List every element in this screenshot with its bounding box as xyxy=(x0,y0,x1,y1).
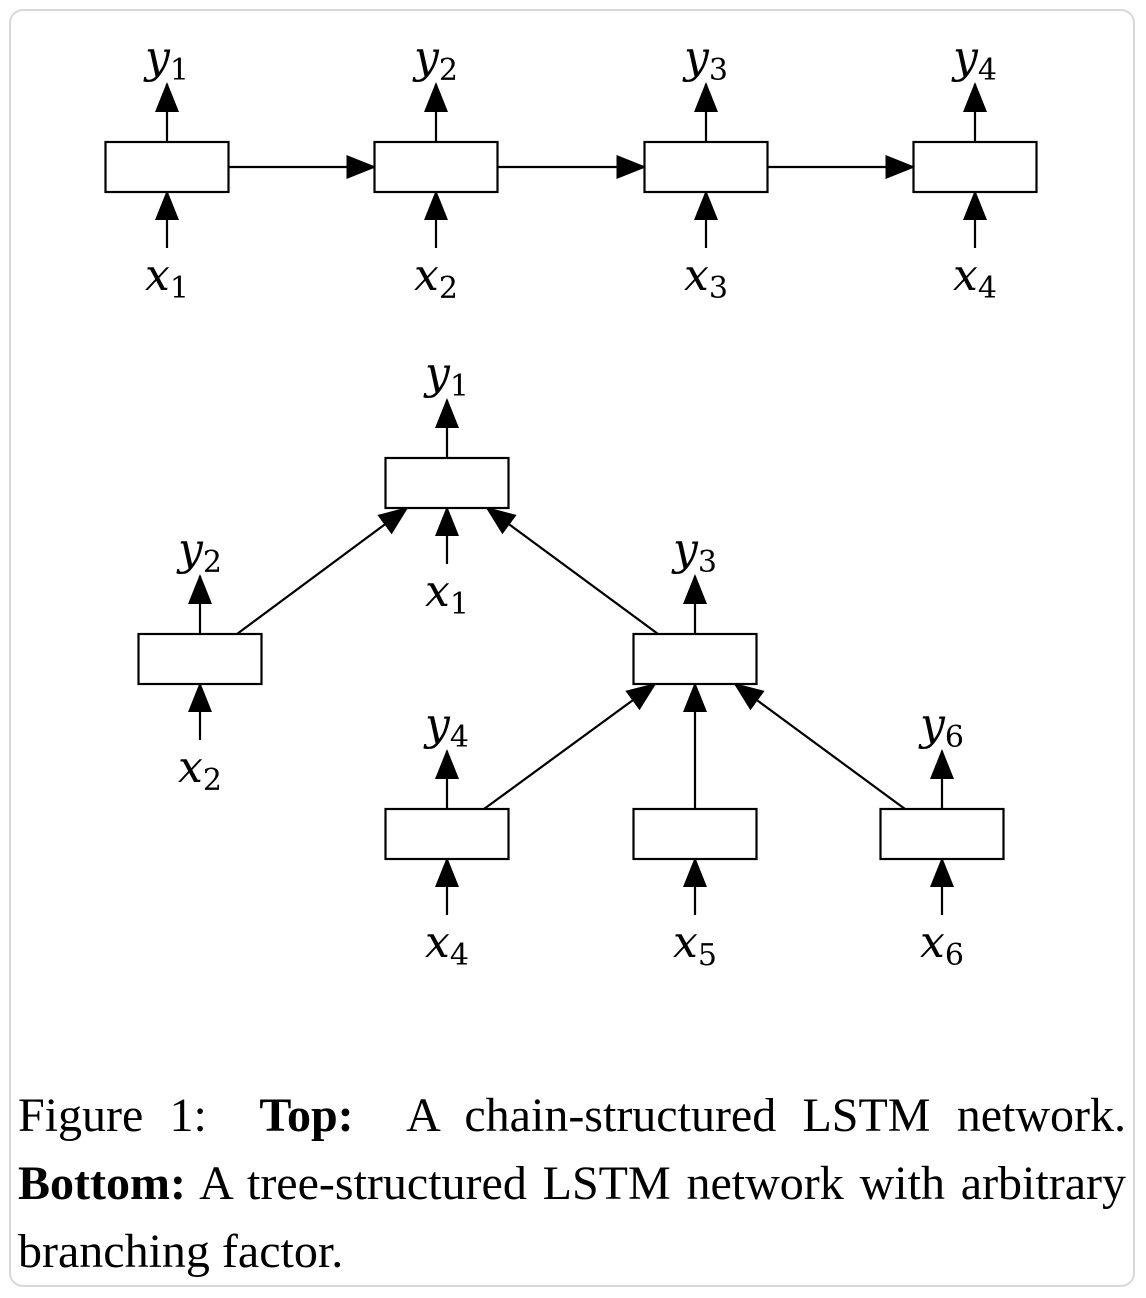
caption-top-label: Top: xyxy=(259,1089,354,1142)
bottom-input-label-b2: x2 xyxy=(178,742,222,798)
lstm-diagram: y1 x1 y2 x2 y3 x3 y4 x4 y1 x1 y2 x2 y3 y4 x4 x5 y6 x6 xyxy=(104,32,1038,973)
caption-top-text: A chain-structured LSTM network. xyxy=(406,1089,1127,1142)
top-lstm-cell-t4 xyxy=(912,140,1038,194)
top-input-label-t1: x1 xyxy=(145,250,189,306)
bottom-lstm-cell-b4 xyxy=(384,807,510,861)
top-input-label-t3: x3 xyxy=(684,250,728,306)
tree-arrow-b4-b3 xyxy=(483,682,657,810)
edges-layer xyxy=(155,82,987,915)
bottom-lstm-cell-b2 xyxy=(137,632,263,686)
bottom-lstm-cell-b6 xyxy=(879,807,1005,861)
tree-arrow-b3-b1 xyxy=(485,506,659,635)
top-lstm-cell-t2 xyxy=(373,140,499,194)
top-lstm-cell-t3 xyxy=(643,140,769,194)
bottom-output-label-b3: y3 xyxy=(671,524,717,580)
bottom-output-label-b2: y2 xyxy=(176,524,222,580)
nodes-layer xyxy=(104,140,1038,861)
bottom-input-label-b6: x6 xyxy=(920,917,964,973)
tree-arrow-b6-b3 xyxy=(733,682,906,810)
bottom-lstm-cell-b5 xyxy=(632,807,758,861)
bottom-output-label-b4: y4 xyxy=(423,699,469,755)
bottom-input-label-b5: x5 xyxy=(673,917,717,973)
bottom-output-label-b6: y6 xyxy=(918,699,964,755)
top-input-label-t4: x4 xyxy=(953,250,997,306)
top-output-label-t1: y1 xyxy=(143,32,189,88)
caption-prefix: Figure 1: xyxy=(18,1089,207,1142)
caption-bottom-text: A tree-structured LSTM network with arbi… xyxy=(18,1157,1127,1278)
labels-layer: y1 x1 y2 x2 y3 x3 y4 x4 y1 x1 y2 x2 y3 y4 x4 x5 y6 x6 xyxy=(143,32,997,973)
bottom-output-label-b1: y1 xyxy=(423,348,469,404)
top-output-label-t3: y3 xyxy=(682,32,728,88)
bottom-input-label-b1: x1 xyxy=(425,566,469,622)
top-input-label-t2: x2 xyxy=(414,250,458,306)
bottom-input-label-b4: x4 xyxy=(425,917,469,973)
figure-caption: Figure 1: Top: A chain-structured LSTM n… xyxy=(18,1082,1126,1286)
top-lstm-cell-t1 xyxy=(104,140,230,194)
tree-arrow-b2-b1 xyxy=(236,506,409,635)
caption-bottom-label: Bottom: xyxy=(18,1157,186,1210)
bottom-lstm-cell-b1 xyxy=(384,456,510,510)
top-output-label-t2: y2 xyxy=(412,32,458,88)
top-output-label-t4: y4 xyxy=(951,32,997,88)
bottom-lstm-cell-b3 xyxy=(632,632,758,686)
